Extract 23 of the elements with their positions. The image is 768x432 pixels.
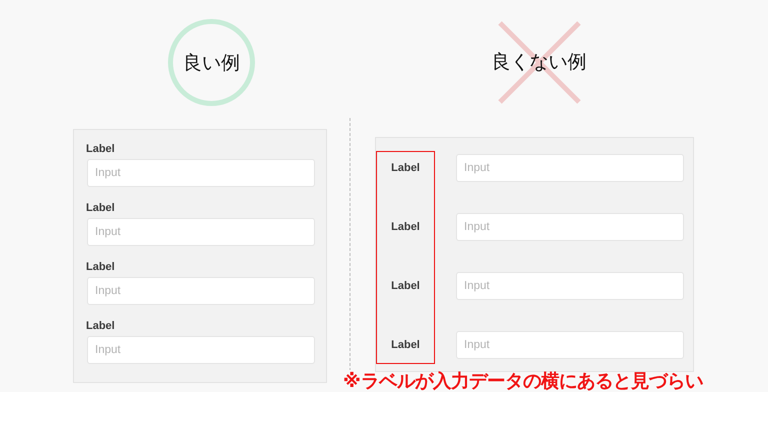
note-text: ※ラベルが入力データの横にあると見づらい bbox=[343, 371, 703, 393]
field-label: Label bbox=[86, 260, 115, 275]
input-field: Input bbox=[456, 154, 684, 182]
input-field: Input bbox=[456, 213, 684, 241]
heading-text: 良い例 bbox=[183, 50, 240, 76]
input-field: Input bbox=[87, 277, 315, 305]
input-field: Input bbox=[87, 218, 315, 246]
input-field: Input bbox=[87, 336, 315, 364]
form-panel bbox=[375, 137, 694, 372]
input-field: Input bbox=[87, 159, 315, 187]
field-label: Label bbox=[86, 142, 115, 157]
field-label: Label bbox=[391, 338, 420, 352]
heading-text: 良くない例 bbox=[492, 50, 586, 74]
field-label: Label bbox=[391, 220, 420, 234]
input-field: Input bbox=[456, 272, 684, 300]
field-label: Label bbox=[86, 201, 115, 216]
form-panel bbox=[73, 129, 327, 383]
field-label: Label bbox=[391, 278, 420, 292]
input-field: Input bbox=[456, 331, 684, 359]
highlight-box bbox=[376, 151, 435, 364]
circle-frame bbox=[168, 19, 255, 106]
field-label: Label bbox=[391, 160, 420, 174]
field-label: Label bbox=[86, 319, 115, 334]
